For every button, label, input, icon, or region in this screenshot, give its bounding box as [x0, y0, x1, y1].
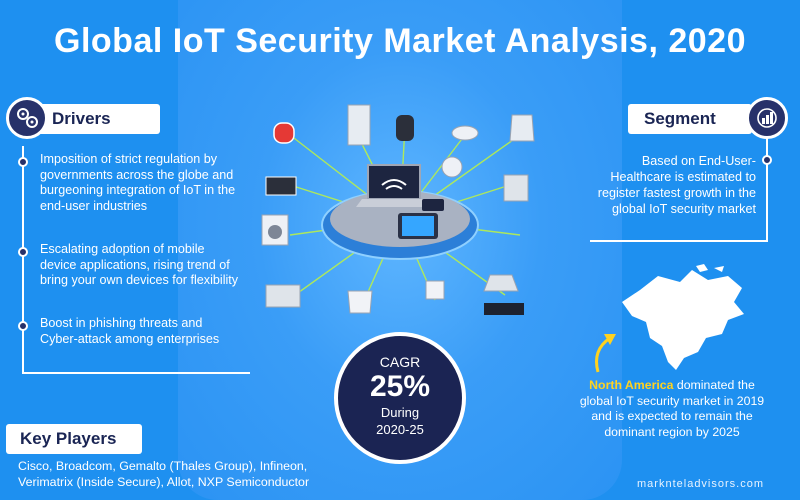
- bullet-dot: [762, 155, 772, 165]
- iot-devices-illustration: [261, 104, 535, 315]
- segment-chart-icon: [746, 97, 788, 139]
- socket-icon: [425, 280, 445, 300]
- drivers-heading: Drivers: [34, 104, 160, 134]
- cagr-badge: CAGR 25% During 2020-25: [334, 332, 466, 464]
- bullet-dot: [18, 247, 28, 257]
- drivers-bracket: [22, 146, 250, 374]
- microwave-icon: [265, 284, 301, 308]
- toilet-icon: [347, 290, 373, 314]
- cagr-period: 2020-25: [376, 422, 424, 437]
- region-text: North America dominated the global IoT s…: [579, 378, 765, 439]
- arrow-icon: [595, 334, 616, 373]
- laptop-icon: [356, 164, 432, 207]
- bullet-dot: [18, 321, 28, 331]
- smartwatch-icon: [273, 122, 295, 144]
- cagr-during: During: [380, 405, 420, 420]
- bullet-dot: [18, 157, 28, 167]
- tablet-icon: [398, 213, 438, 239]
- page-title: Global IoT Security Market Analysis, 202…: [54, 22, 746, 60]
- kettle-icon: [509, 114, 535, 142]
- cooker-hood-icon: [483, 274, 519, 292]
- cooktop-icon: [484, 303, 524, 315]
- segment-heading: Segment: [628, 104, 752, 134]
- key-players-text: Cisco, Broadcom, Gemalto (Thales Group),…: [18, 459, 310, 489]
- scale-icon: [265, 176, 297, 196]
- driver-item: Boost in phishing threats and Cyber-atta…: [40, 316, 220, 346]
- website-text: marknteladvisors.com: [637, 478, 764, 490]
- cagr-value: 25%: [369, 370, 431, 403]
- gears-icon: [6, 97, 48, 139]
- cagr-label: CAGR: [379, 354, 421, 370]
- smoke-detector-icon: [441, 156, 463, 178]
- washing-machine-icon: [261, 214, 289, 246]
- refrigerator-icon: [347, 104, 371, 146]
- smart-speaker-icon: [396, 115, 414, 141]
- segment-text: Based on End-User- Healthcare is estimat…: [597, 154, 756, 216]
- key-players-heading: Key Players: [6, 424, 142, 454]
- driver-item: Escalating adoption of mobile device app…: [40, 242, 239, 287]
- driver-item: Imposition of strict regulation by gover…: [40, 152, 236, 213]
- phone-icon: [422, 199, 444, 211]
- robot-vacuum-icon: [451, 125, 479, 141]
- segment-bracket: [590, 136, 768, 242]
- coffee-machine-icon: [503, 174, 529, 202]
- north-america-map: [622, 264, 744, 370]
